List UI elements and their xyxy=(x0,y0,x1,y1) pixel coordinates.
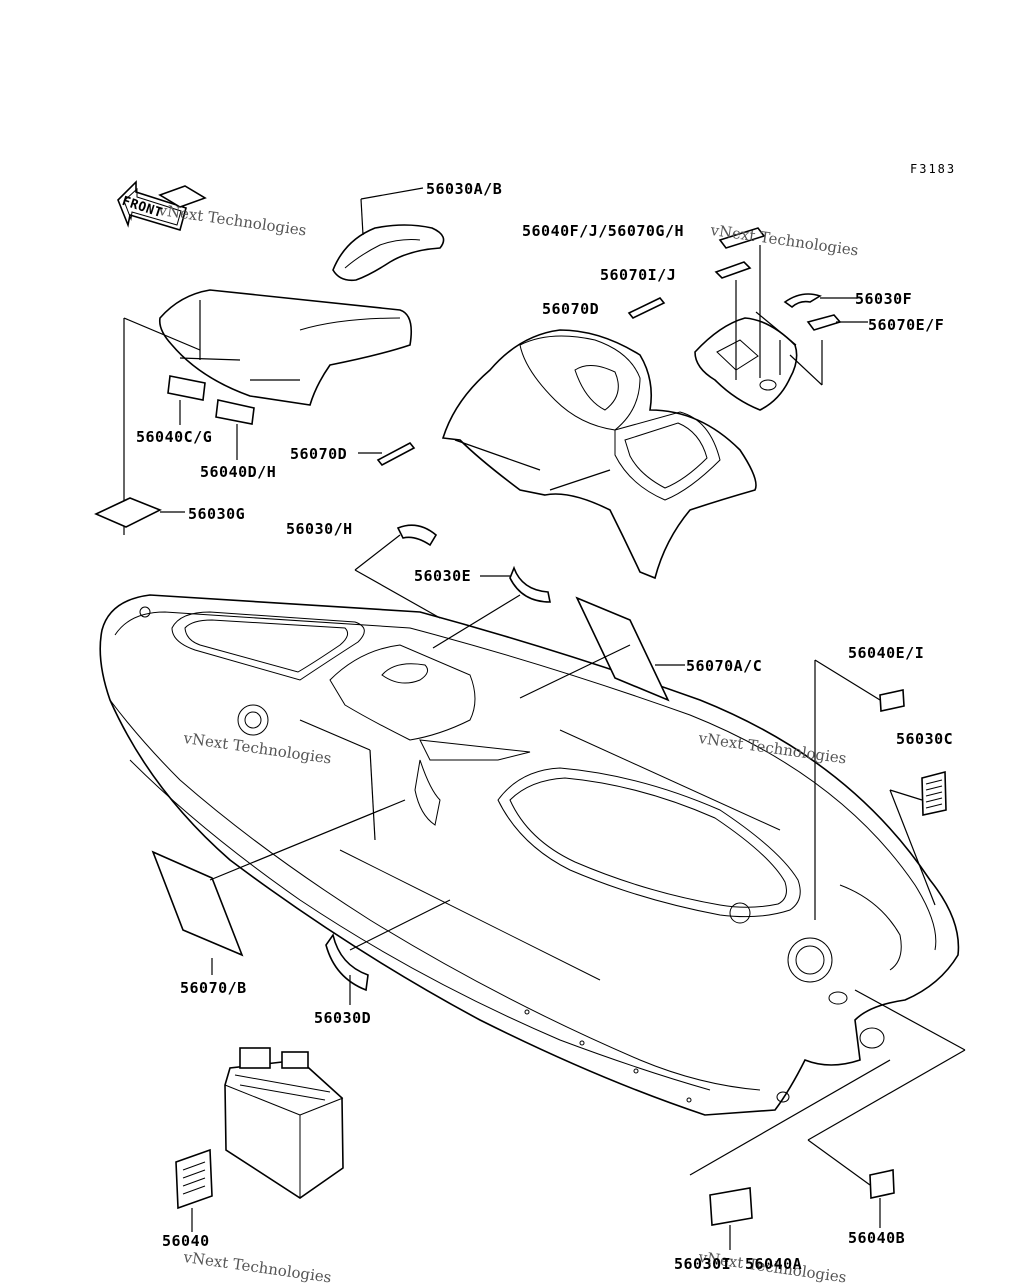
part-label: 56070D xyxy=(290,445,348,463)
part-label: 56030D xyxy=(314,1009,372,1027)
part-label: 56070I/J xyxy=(600,266,677,284)
hull-part xyxy=(99,594,960,1116)
center-hood-part xyxy=(358,297,757,580)
part-label: 56030I xyxy=(674,1255,732,1273)
part-label: 56040D/H xyxy=(200,463,277,481)
part-label: 56070/B xyxy=(180,979,247,997)
part-label: 56040C/G xyxy=(136,428,213,446)
part-label: 56040 xyxy=(162,1232,210,1250)
part-label: 56030A/B xyxy=(426,180,503,198)
part-label: 56070A/C xyxy=(686,657,763,675)
part-label: 56030E xyxy=(414,567,472,585)
part-label: 56040A xyxy=(745,1255,803,1273)
part-label: 56030C xyxy=(896,730,954,748)
rear-hood-part xyxy=(94,289,413,535)
leader-lines xyxy=(209,534,966,1250)
front-arrow-icon xyxy=(117,180,187,232)
part-label: 56040E/I xyxy=(848,644,925,662)
top-cover-part xyxy=(158,185,445,282)
figure-code: F3183 xyxy=(910,162,957,176)
part-label: 56030G xyxy=(188,505,246,523)
part-label: 56040B xyxy=(848,1229,906,1247)
part-label: 56070D xyxy=(542,300,600,318)
part-label: 56070E/F xyxy=(868,316,945,334)
storage-lid-part xyxy=(694,227,868,411)
part-label: 56040F/J/56070G/H xyxy=(522,222,685,240)
part-label: 56030/H xyxy=(286,520,353,538)
part-label: 56030F xyxy=(855,290,913,308)
battery-part xyxy=(175,1047,344,1232)
